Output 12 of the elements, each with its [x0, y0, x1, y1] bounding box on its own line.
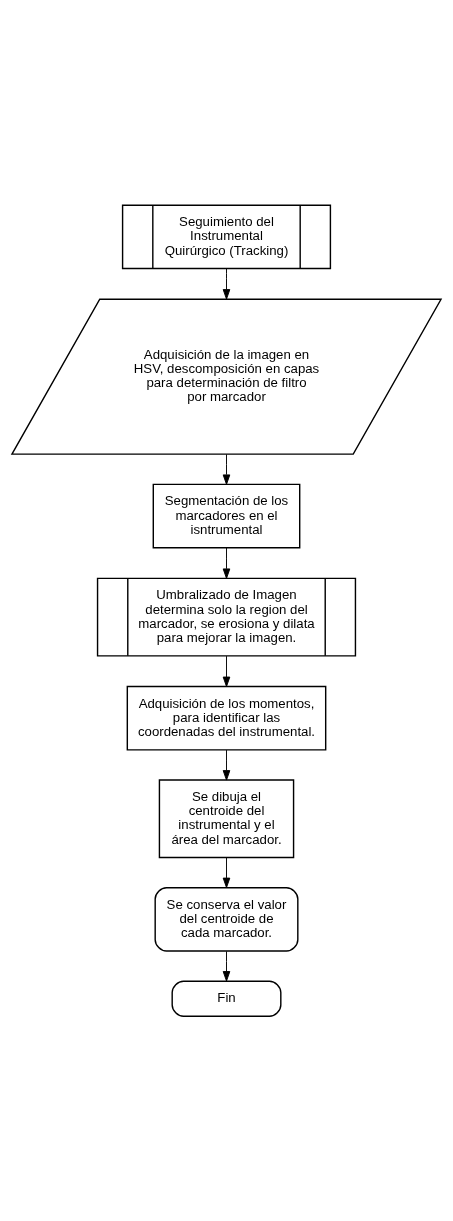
arrow [222, 950, 231, 982]
arrow [222, 453, 231, 485]
node-box: Se dibuja el centroide del instrumental y el área del marcador. [158, 779, 295, 859]
node-box: Se conserva el valor del centroide de cada marcador. [154, 887, 299, 952]
arrow [222, 268, 231, 300]
arrow [222, 655, 231, 687]
node-box: Fin [171, 980, 282, 1017]
arrow [222, 547, 231, 579]
node-box: Segmentación de los marcadores en el isntrumental [152, 483, 301, 549]
node-box: Adquisición de los momentos, para identificar las coordenadas del instrumental. [126, 685, 327, 751]
arrow [222, 857, 231, 888]
arrow [222, 749, 231, 781]
